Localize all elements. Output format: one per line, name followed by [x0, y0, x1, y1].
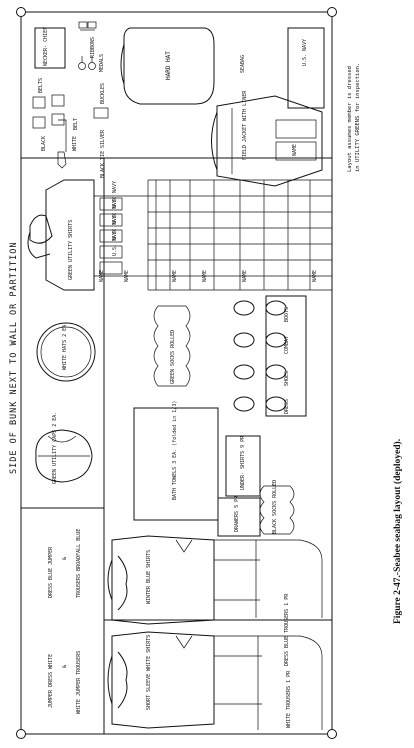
hard-hat-label: HARD HAT: [165, 51, 172, 80]
green-utility-caps-icon: [35, 429, 93, 483]
shirt-name-tag-1: NAME: [99, 270, 105, 282]
winter-blue-shirts-icon: [107, 535, 260, 625]
us-navy-box-top: [287, 27, 325, 109]
seabag-label: SEABAG: [240, 55, 246, 73]
belt-label: BELT: [73, 118, 79, 130]
white-hats-label: WHITE HATS 2 EA.: [62, 322, 68, 370]
ribbons-label: RIBBONS: [90, 37, 96, 58]
buckle-1: [32, 96, 46, 109]
white-trousers-label: WHITE TROUSERS 1 PR: [286, 670, 292, 728]
black-socks-label: BLACK SOCKS ROLLED: [272, 480, 278, 534]
dress-blue-jumper-label: DRESS BLUE JUMPER: [48, 546, 54, 598]
layout-note-line1: Layout assumes member is dressed: [347, 66, 353, 172]
drawers-label: DRAWERS 5 PR: [234, 495, 240, 532]
dress-blue-trousers-icon: [214, 539, 323, 618]
dress-white-amp: &: [62, 665, 68, 668]
corner-pin-top-right: [327, 7, 337, 17]
green-socks-icon: [153, 305, 191, 387]
corner-pin-bottom-left: [16, 729, 26, 739]
shirt-name-tag-4: NAME: [202, 270, 208, 282]
trousers-broadfall-label: TROUSERS BROADFALL BLUE: [76, 529, 82, 598]
buckles-box: [93, 107, 109, 119]
silver-label: SILVER: [100, 129, 106, 148]
shoes-label: SHOES: [284, 371, 290, 386]
white-trousers-icon: [214, 635, 323, 730]
us-navy-tag-4: U.S. NAVY: [112, 229, 118, 256]
hard-hat-outline: [123, 27, 215, 105]
undershirts-box: [225, 435, 261, 497]
green-utility-caps-label: GREEN UTILITY CAPS 2 EA.: [52, 412, 58, 484]
green-utility-shirts-label: GREEN UTILITY SHIRTS: [68, 220, 74, 280]
layout-note-line2: in UTILITY GREENS for inspection.: [355, 63, 361, 172]
dress-label: DRESS: [284, 399, 290, 414]
undershirts-label: UNDER- SHIRTS 9 PR: [240, 435, 246, 490]
buckle-4: [51, 113, 65, 126]
neckerchief-label: NECKER- CHIEF: [43, 27, 49, 66]
medals-label: MEDALS: [99, 54, 105, 72]
field-jacket-label: FIELD JACKET WITH LINER: [242, 90, 248, 160]
shirt-name-tag-6: NAME: [312, 270, 318, 282]
us-navy-tag-1: U.S. NAVY: [112, 181, 118, 208]
drawers-box: [217, 497, 261, 537]
neckerchief-box: [34, 27, 66, 69]
dress-blue-trousers-label: DRESS BLUE TROUSERS 1 PR: [284, 593, 290, 666]
short-sleeve-white-shirts-label: SHORT SLEEVE WHITE SHIRTS: [146, 635, 152, 710]
white-label: WHITE: [72, 136, 78, 151]
combat-label: COMBAT: [284, 336, 290, 354]
black-socks-icon: [259, 485, 295, 535]
green-socks-label: GREEN SOCKS ROLLED: [170, 330, 176, 384]
shirt-name-tag-5: NAME: [242, 270, 248, 282]
belts-label: BELTS: [38, 78, 44, 93]
black-tie-label: BLACK TIE: [100, 151, 106, 178]
black-tie-icon: [57, 151, 67, 169]
white-jumper-trousers-label: WHITE JUMPER TROUSERS: [76, 651, 82, 714]
boots-label: BOOTS: [284, 307, 290, 322]
us-navy-top-label: U.S. NAVY: [302, 39, 308, 66]
jumper-dress-white-label: JUMPER DRESS WHITE: [48, 654, 54, 708]
figure-caption: Figure 2-47.-Seabee seabag layout (deplo…: [392, 439, 403, 624]
dress-blue-amp: &: [62, 557, 68, 560]
white-hats-icon: [36, 322, 96, 382]
shirt-name-tag-2: NAME: [124, 270, 130, 282]
corner-pin-bottom-right: [327, 729, 337, 739]
green-utility-shirts-stack: [27, 179, 332, 291]
boots-shoes-ovals: [233, 295, 307, 417]
corner-pin-top-left: [16, 7, 26, 17]
us-navy-tag-3: U.S. NAVY: [112, 213, 118, 240]
short-sleeve-white-shirts-icon: [107, 631, 262, 729]
ribbons-icon: [78, 21, 97, 31]
header-wall-side: SIDE OF BUNK NEXT TO WALL OR PARTITION: [9, 242, 19, 474]
buckles-label: BUCKLES: [100, 83, 106, 104]
buckle-2: [32, 116, 46, 129]
us-navy-tag-2: U.S. NAVY: [112, 197, 118, 224]
field-jacket-icon: [211, 95, 323, 187]
shirt-name-tag-3: NAME: [172, 270, 178, 282]
field-jacket-name-tag: NAME: [292, 144, 298, 156]
bath-towels-box: [133, 407, 219, 521]
medals-icon: [78, 56, 96, 70]
buckle-3: [51, 94, 65, 107]
black-label: BLACK: [41, 136, 47, 151]
winter-blue-shirts-label: WINTER BLUE SHIRTS: [146, 550, 152, 604]
bath-towels-label: BATH TOWELS 3 EA. (folded in 1/3): [172, 401, 178, 500]
